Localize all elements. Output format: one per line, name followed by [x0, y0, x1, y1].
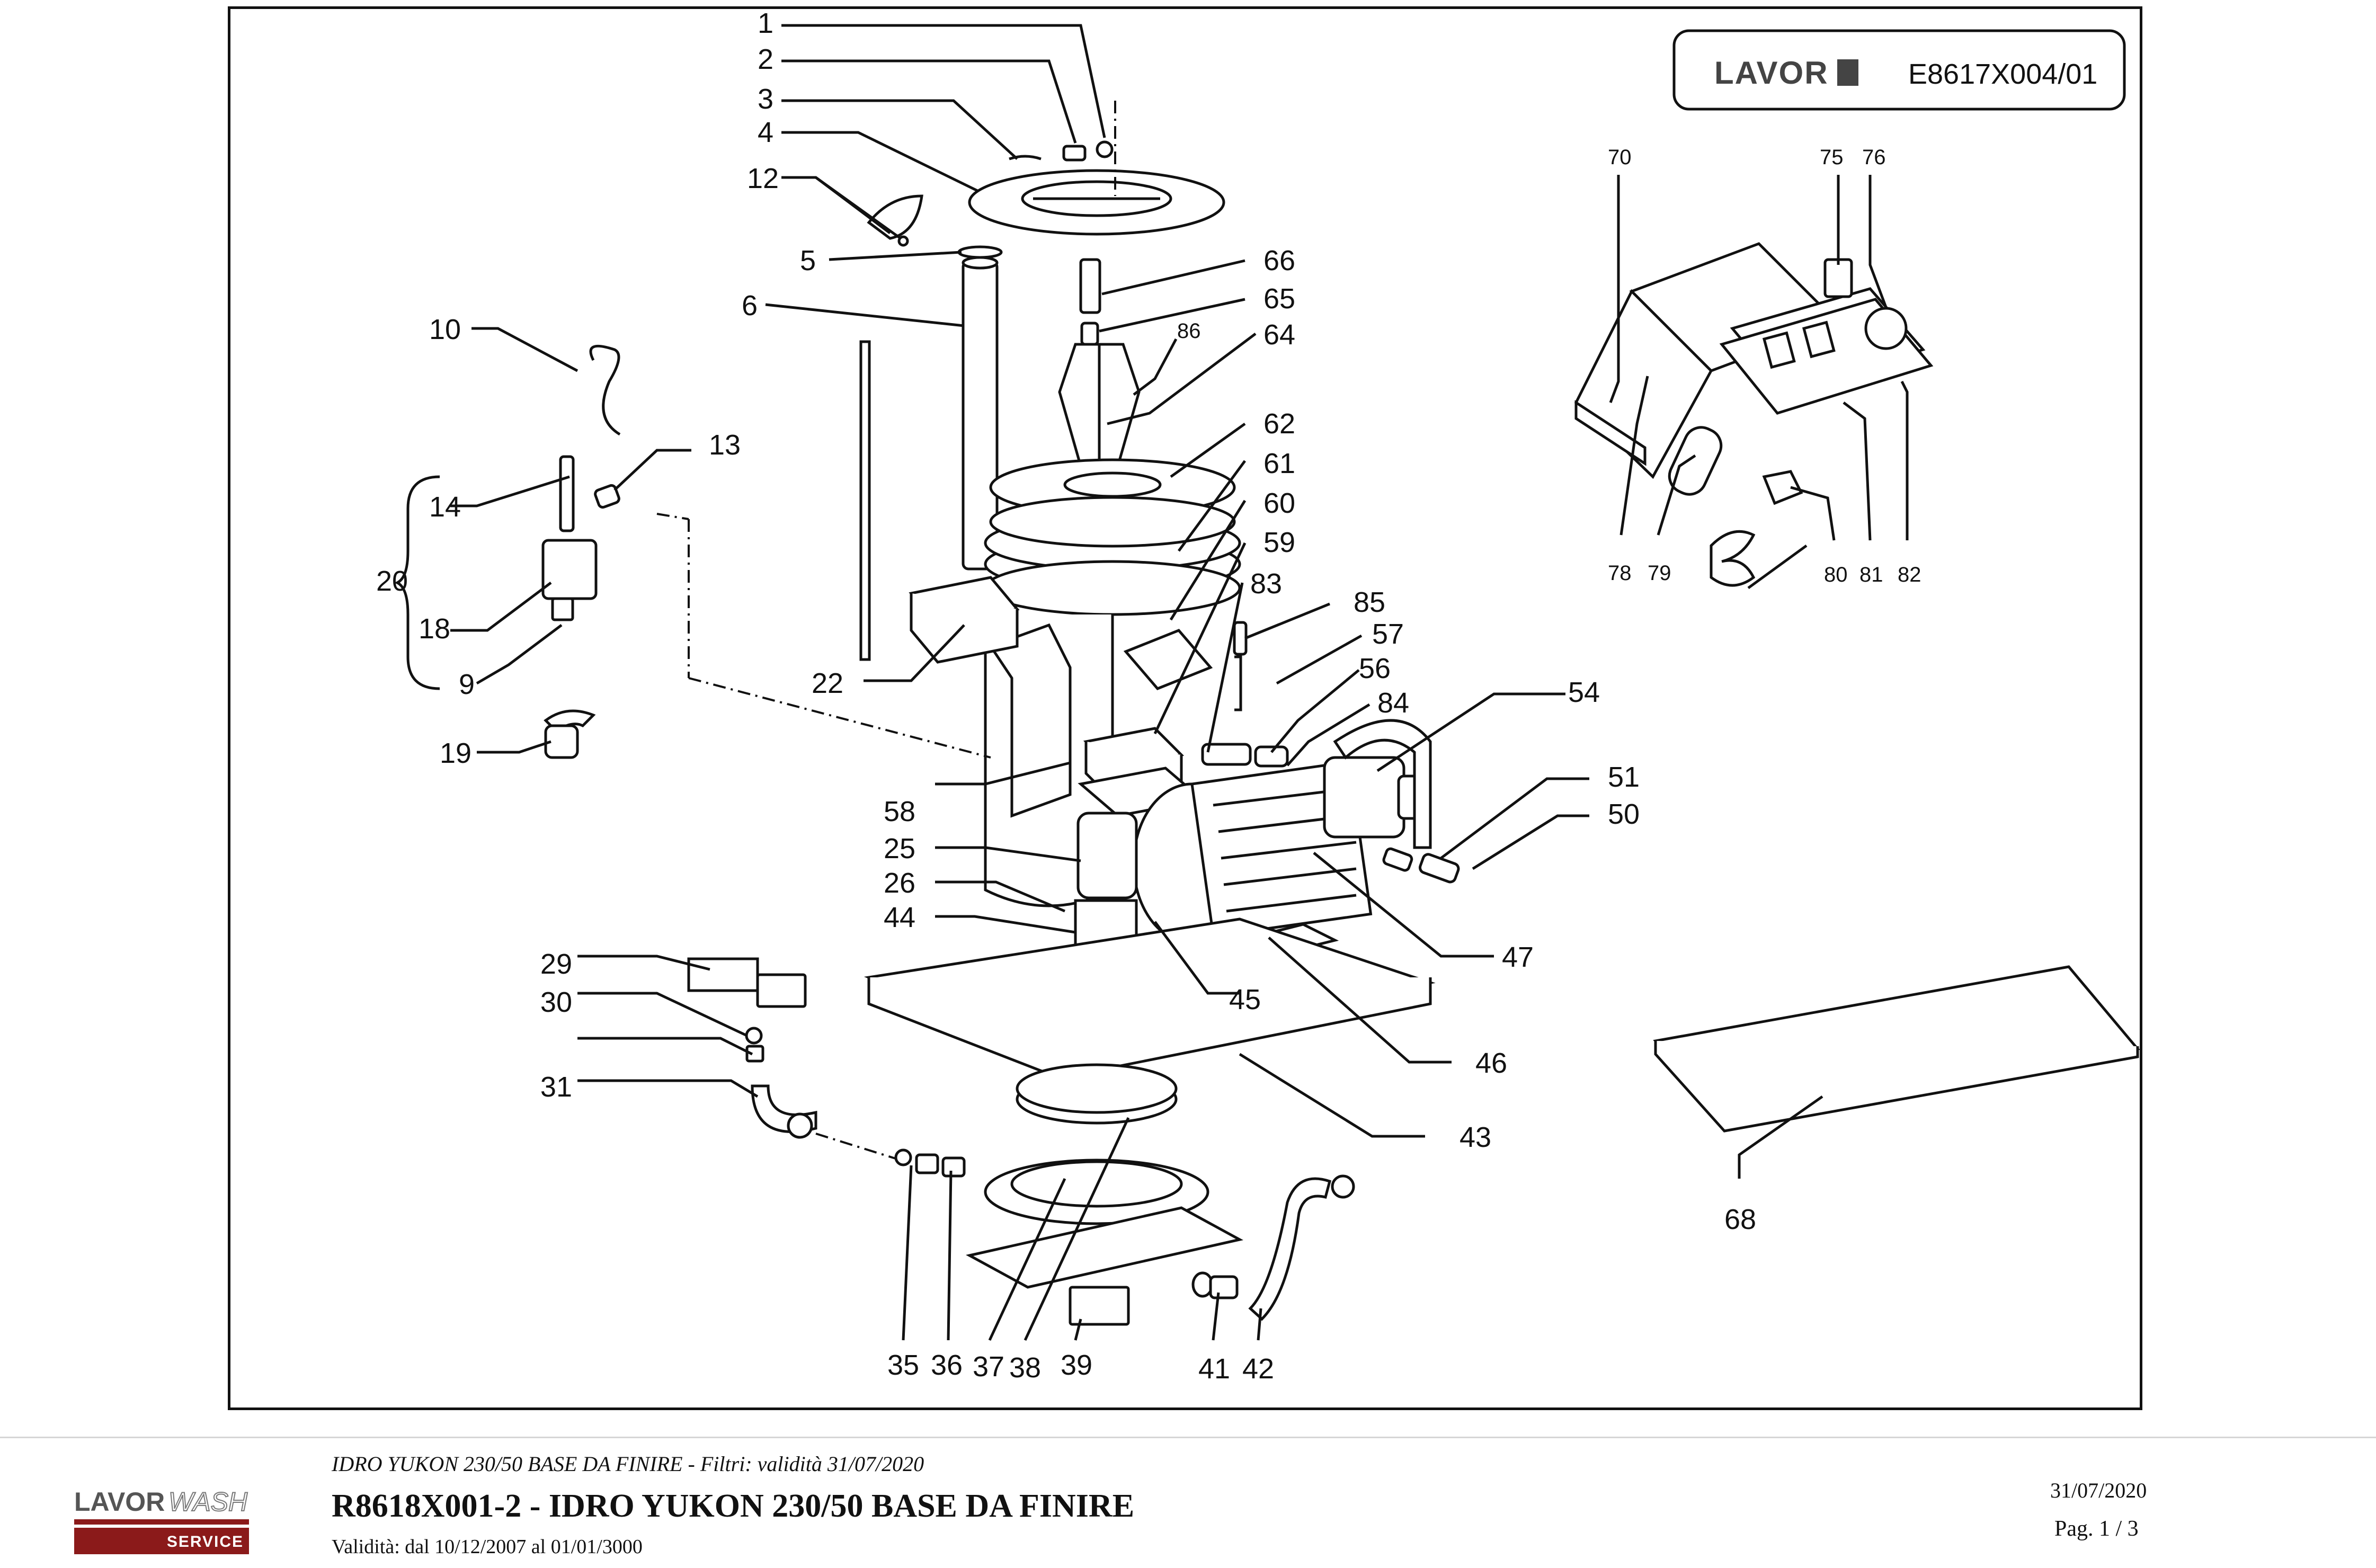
callout-38: 38: [1009, 1352, 1041, 1384]
footer-validity: Validità: dal 10/12/2007 al 01/01/3000: [332, 1536, 643, 1558]
leader-lines: [394, 24, 1909, 1341]
callout-36: 36: [931, 1349, 963, 1381]
callout-51: 51: [1608, 761, 1640, 793]
callout-39: 39: [1061, 1349, 1092, 1381]
callout-44: 44: [884, 902, 915, 933]
callout-42: 42: [1242, 1353, 1274, 1385]
callout-29: 29: [540, 948, 572, 980]
footer-title: R8618X001-2 - IDRO YUKON 230/50 BASE DA …: [332, 1488, 1135, 1524]
callout-31: 31: [540, 1071, 572, 1103]
callout-86: 86: [1177, 319, 1201, 343]
callout-80: 80: [1824, 563, 1848, 586]
callout-14: 14: [429, 491, 461, 523]
footer-date: 31/07/2020: [2050, 1478, 2147, 1502]
svg-text:SERVICE: SERVICE: [167, 1533, 244, 1551]
callout-58: 58: [884, 796, 915, 827]
svg-text:WASH: WASH: [168, 1487, 248, 1517]
callout-66: 66: [1263, 245, 1295, 277]
callout-64: 64: [1263, 319, 1295, 351]
callout-54: 54: [1568, 676, 1600, 708]
lavorwash-service-logo: LAVOR WASH SERVICE: [74, 1486, 249, 1554]
footer-divider: [0, 1437, 2376, 1438]
callout-70: 70: [1608, 146, 1632, 169]
callout-79: 79: [1648, 562, 1671, 585]
callout-22: 22: [812, 667, 843, 699]
callout-76: 76: [1862, 146, 1886, 169]
callout-61: 61: [1263, 448, 1295, 479]
callout-56: 56: [1359, 653, 1391, 684]
callout-12: 12: [747, 163, 779, 194]
drawing-frame: [228, 6, 2142, 1410]
callout-37: 37: [973, 1351, 1004, 1383]
callout-65: 65: [1263, 283, 1295, 315]
callout-75: 75: [1820, 146, 1844, 169]
callout-81: 81: [1859, 563, 1883, 586]
callout-6: 6: [742, 290, 758, 322]
callout-3: 3: [758, 83, 773, 115]
callout-60: 60: [1263, 487, 1295, 519]
callout-10: 10: [429, 314, 461, 345]
callout-82: 82: [1898, 563, 1921, 586]
callout-62: 62: [1263, 408, 1295, 440]
callout-57: 57: [1372, 618, 1404, 650]
callout-59: 59: [1263, 527, 1295, 558]
callout-47: 47: [1502, 941, 1534, 973]
callout-68: 68: [1724, 1204, 1756, 1235]
callout-2: 2: [758, 43, 773, 75]
callout-labels: 1 2 3 4 5 6 9 10 12 13 14 18 19 20 22 25…: [376, 7, 1921, 1385]
callout-85: 85: [1354, 586, 1385, 618]
callout-18: 18: [419, 613, 450, 645]
callout-20: 20: [376, 565, 408, 597]
callout-5: 5: [800, 245, 816, 277]
callout-84: 84: [1377, 687, 1409, 719]
callout-4: 4: [758, 117, 773, 148]
callout-41: 41: [1198, 1353, 1230, 1385]
footer-filter-line: IDRO YUKON 230/50 BASE DA FINIRE - Filtr…: [332, 1452, 924, 1476]
callout-19: 19: [440, 737, 471, 769]
svg-text:LAVOR: LAVOR: [74, 1487, 165, 1517]
callout-30: 30: [540, 986, 572, 1018]
callout-83: 83: [1250, 568, 1282, 600]
header-box: LAVOR E8617X004/01: [1672, 29, 2126, 111]
callout-43: 43: [1460, 1121, 1491, 1153]
footer-page-number: Pag. 1 / 3: [2054, 1517, 2139, 1541]
callout-50: 50: [1608, 798, 1640, 830]
callout-26: 26: [884, 867, 915, 899]
drawing-code: E8617X004/01: [1908, 58, 2097, 90]
callout-25: 25: [884, 833, 915, 865]
callout-13: 13: [709, 429, 741, 461]
callout-46: 46: [1475, 1047, 1507, 1079]
parts-artwork: [541, 101, 2140, 1326]
callout-78: 78: [1608, 562, 1632, 585]
callout-35: 35: [887, 1349, 919, 1381]
callout-1: 1: [758, 7, 773, 39]
brand-logo: LAVOR: [1714, 55, 1829, 91]
callout-9: 9: [459, 669, 475, 700]
callout-45: 45: [1229, 984, 1261, 1015]
